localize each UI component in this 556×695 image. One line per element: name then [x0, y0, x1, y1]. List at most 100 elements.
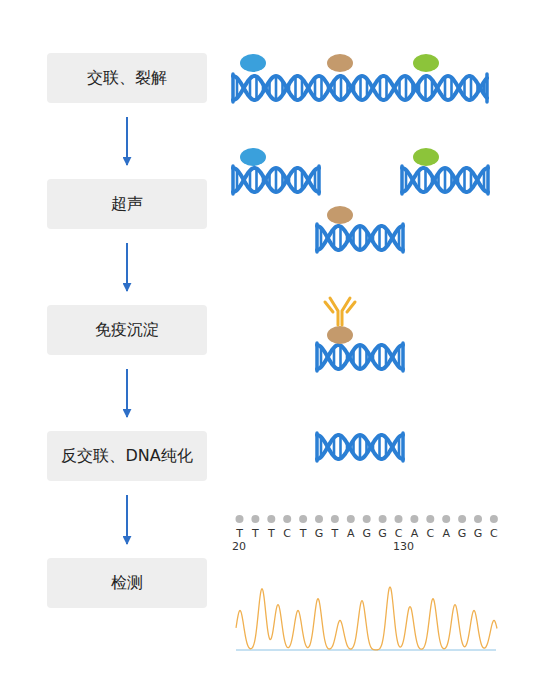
dna-helix [317, 433, 403, 461]
flow-arrow [126, 495, 128, 544]
base-pair [255, 77, 258, 100]
step-label: 检测 [111, 573, 143, 592]
dna-end [486, 166, 490, 194]
protein [327, 206, 353, 224]
flow-arrow [126, 243, 128, 291]
base-letter: T [236, 528, 243, 539]
dna-strand [233, 76, 487, 100]
base-pair [378, 346, 381, 369]
base-pair [378, 227, 381, 250]
base-pair [275, 168, 278, 192]
step-label: 免疫沉淀 [95, 320, 159, 339]
base-letter: A [347, 528, 355, 539]
base-pair [339, 227, 342, 250]
base-pair [424, 169, 427, 192]
base-pair [444, 168, 447, 192]
step-label: 超声 [111, 194, 143, 213]
process-box: 反交联、DNA纯化 [47, 431, 207, 481]
base-pair [339, 346, 342, 369]
position-number: 130 [393, 541, 414, 552]
trace-baseline [236, 649, 496, 650]
dna-strand [317, 435, 403, 459]
dna-helix [317, 343, 403, 371]
position-number: 20 [232, 541, 246, 552]
dna-helix [317, 224, 403, 252]
sequence-dot [426, 515, 434, 523]
antibody [325, 298, 355, 325]
sequence-dot [474, 515, 482, 523]
flow-arrow [126, 369, 128, 417]
base-pair [470, 76, 473, 99]
base-pair [255, 169, 258, 192]
sequence-dot [379, 515, 387, 523]
dna-end [231, 74, 235, 102]
sequence-dot [395, 515, 403, 523]
process-box: 交联、裂解 [47, 53, 207, 103]
base-letter: T [300, 528, 307, 539]
sequence-dot [331, 515, 339, 523]
sequence-dot [458, 515, 466, 523]
dna-end [315, 343, 319, 371]
base-pair [359, 76, 362, 99]
base-pair [340, 76, 343, 100]
protein [327, 54, 353, 72]
base-letter: G [378, 528, 387, 539]
process-box: 检测 [47, 558, 207, 608]
base-letter: C [395, 528, 403, 539]
dna-helix [233, 74, 487, 102]
dna-strand [317, 226, 403, 250]
dna-end [485, 74, 489, 102]
base-letter: G [474, 528, 483, 539]
base-pair [424, 76, 427, 100]
base-letter: A [411, 528, 419, 539]
process-box: 免疫沉淀 [47, 305, 207, 355]
base-pair [294, 169, 297, 192]
sequence-dot [490, 515, 498, 523]
base-letter: G [458, 528, 467, 539]
base-pair [339, 436, 342, 459]
sequence-dot [347, 515, 355, 523]
dna-strand [402, 168, 488, 192]
step-label: 交联、裂解 [87, 68, 167, 87]
dna-strand [317, 345, 403, 369]
dna-strand [233, 168, 319, 192]
protein [240, 54, 266, 72]
base-letter: C [426, 528, 434, 539]
dna-end [315, 224, 319, 252]
dna-end [315, 433, 319, 461]
base-letter: A [442, 528, 450, 539]
base-pair [378, 436, 381, 459]
sequence-dot [299, 515, 307, 523]
flow-arrow [126, 117, 128, 165]
sequence-dot [283, 515, 291, 523]
protein [413, 148, 439, 166]
dna-end [231, 166, 235, 194]
sequencing-trace [236, 587, 497, 650]
sequence-dot [410, 515, 418, 523]
dna-strand [317, 345, 403, 369]
dna-strand [233, 76, 487, 100]
dna-strand [233, 168, 319, 192]
base-letter: T [252, 528, 259, 539]
base-pair [359, 226, 362, 250]
dna-end [401, 433, 405, 461]
dna-end [401, 224, 405, 252]
base-letter: C [283, 528, 291, 539]
sequence-dot [315, 515, 323, 523]
dna-strand [317, 435, 403, 459]
dna-strand [317, 226, 403, 250]
base-letter: G [362, 528, 371, 539]
sequence-dot [236, 515, 244, 523]
base-pair [294, 77, 297, 100]
protein [327, 326, 353, 344]
base-pair [359, 345, 362, 369]
dna-end [317, 166, 321, 194]
base-letter: C [490, 528, 498, 539]
process-box: 超声 [47, 179, 207, 229]
dna-end [400, 166, 404, 194]
base-letter: T [332, 528, 339, 539]
dna-helix [402, 166, 488, 194]
dna-strand [402, 168, 488, 192]
base-pair [405, 76, 408, 100]
base-pair [463, 169, 466, 192]
